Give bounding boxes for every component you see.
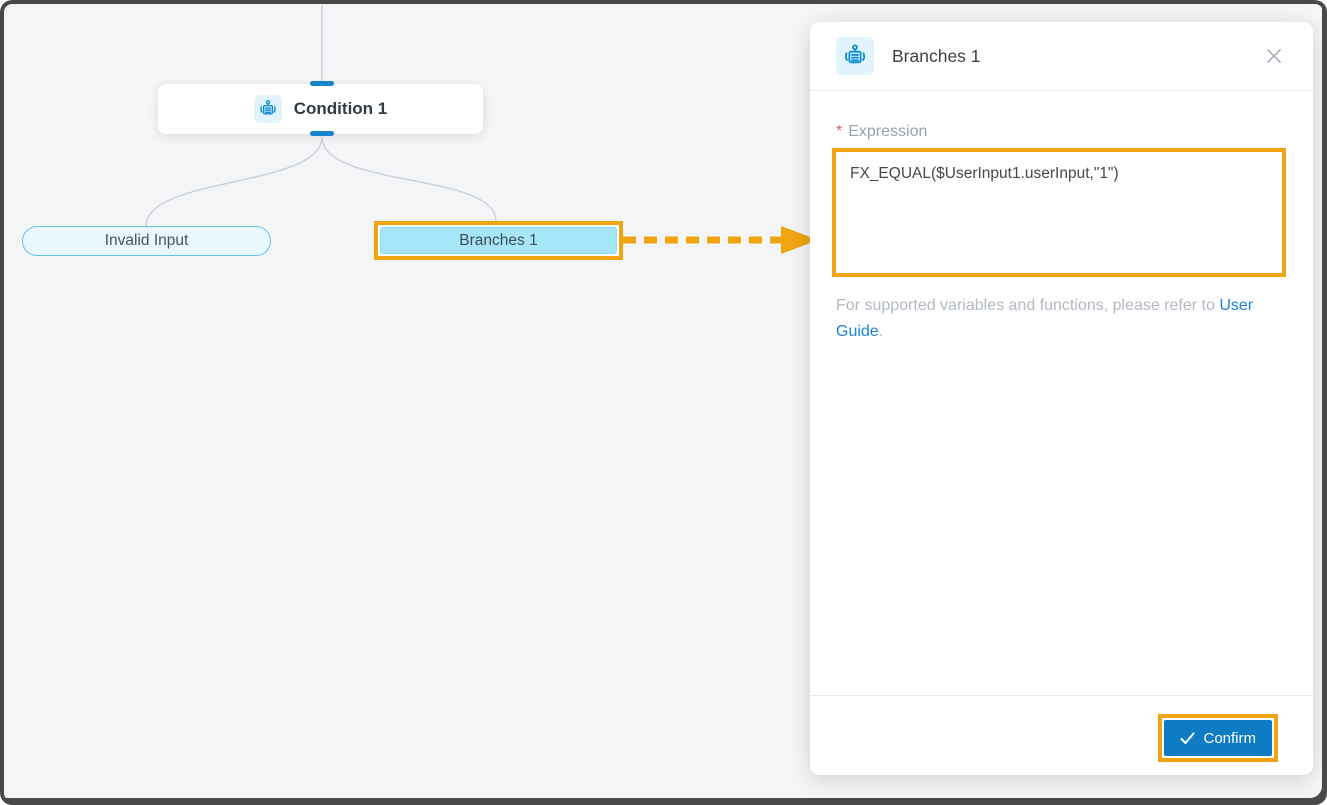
- branch-invalid-input[interactable]: Invalid Input: [22, 226, 271, 256]
- node-output-port[interactable]: [310, 131, 334, 136]
- footer-divider: [810, 695, 1313, 696]
- condition-node[interactable]: Condition 1: [158, 84, 483, 134]
- required-marker: *: [836, 123, 843, 140]
- confirm-button[interactable]: Confirm: [1164, 720, 1272, 756]
- annotation-highlight-branch: Branches 1: [374, 221, 623, 260]
- panel-title: Branches 1: [892, 45, 981, 66]
- node-input-port[interactable]: [310, 81, 334, 86]
- annotation-highlight-confirm: Confirm: [1158, 714, 1278, 762]
- condition-branch-icon: [836, 37, 874, 75]
- condition-branch-icon: [253, 95, 282, 123]
- annotation-highlight-expression: FX_EQUAL($UserInput1.userInput,"1"): [832, 148, 1286, 277]
- branch-label: Branches 1: [459, 231, 538, 249]
- close-button[interactable]: [1261, 43, 1287, 69]
- connector-lines: [145, 5, 497, 227]
- condition-node-label: Condition 1: [293, 99, 388, 118]
- expression-input[interactable]: FX_EQUAL($UserInput1.userInput,"1"): [836, 152, 1282, 273]
- help-text: For supported variables and functions, p…: [836, 297, 1254, 340]
- branch-settings-panel: Branches 1 *Expression FX_EQUAL($UserInp…: [810, 22, 1313, 775]
- panel-header: Branches 1: [810, 22, 1313, 91]
- close-x-icon: [1267, 49, 1281, 63]
- annotation-arrow-icon: [623, 226, 818, 254]
- branch-label: Invalid Input: [104, 232, 189, 249]
- user-guide-link[interactable]: User Guide: [836, 297, 1254, 340]
- confirm-button-label: Confirm: [1203, 729, 1256, 747]
- branch-branches-1[interactable]: Branches 1: [380, 227, 617, 254]
- check-icon: [1180, 732, 1195, 744]
- expression-field-label: *Expression: [836, 123, 928, 140]
